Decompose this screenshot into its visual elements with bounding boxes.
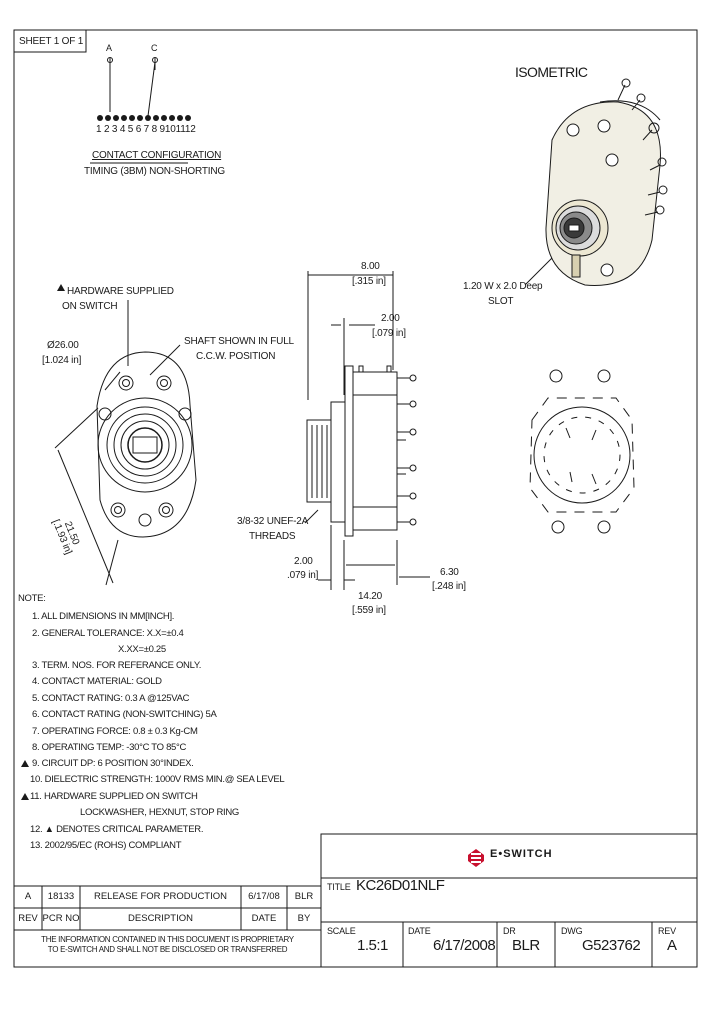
note-item: 1. ALL DIMENSIONS IN MM[INCH]. (32, 611, 175, 622)
note-item: 6. CONTACT RATING (NON-SWITCHING) 5A (32, 709, 217, 720)
note-item: 4. CONTACT MATERIAL: GOLD (32, 676, 162, 687)
contact-config-subtitle: TIMING (3BM) NON-SHORTING (84, 166, 225, 177)
diameter-dim-in: [1.024 in] (42, 355, 82, 366)
terminal-dim-in: [.248 in] (432, 581, 466, 592)
hardware-note-line2: ON SWITCH (62, 301, 118, 312)
drawn-by-value: BLR (512, 937, 540, 954)
date-label: DATE (408, 926, 431, 936)
scale-label: SCALE (327, 926, 356, 936)
pcr-header: PCR NO (42, 913, 80, 924)
revision-value: A (667, 937, 677, 954)
body-dim-mm: 14.20 (358, 591, 383, 602)
eswitch-logo: E•SWITCH (490, 848, 553, 860)
by-header: BY (297, 913, 311, 924)
terminal-dim-mm: 6.30 (440, 567, 459, 578)
hardware-note-line1: HARDWARE SUPPLIED (67, 286, 174, 297)
note-item: 8. OPERATING TEMP: -30°C TO 85°C (32, 742, 187, 753)
length-dim-mm: 8.00 (361, 261, 380, 272)
bush-dim-in: .079 in] (287, 570, 319, 581)
slot-label-line2: SLOT (488, 296, 514, 307)
drawing-number-value: G523762 (582, 937, 641, 954)
slot-label-line1: 1.20 W x 2.0 Deep (463, 281, 543, 292)
date-value: 6/17/2008 (433, 937, 496, 954)
shaft-note-line2: C.C.W. POSITION (196, 351, 276, 362)
note-item: 10. DIELECTRIC STRENGTH: 1000V RMS MIN.@… (30, 774, 285, 785)
date-header: DATE (251, 913, 277, 924)
drawing-number-label: DWG (561, 926, 583, 936)
note-item: 7. OPERATING FORCE: 0.8 ± 0.3 Kg-CM (32, 726, 198, 737)
flange-dim-mm: 2.00 (381, 313, 400, 324)
revision-label: REV (658, 926, 676, 936)
note-item: X.XX=±0.25 (118, 644, 166, 655)
note-item: 13. 2002/95/EC (ROHS) COMPLIANT (30, 840, 182, 851)
sheet-number: SHEET 1 OF 1 (19, 36, 84, 47)
thread-spec-line1: 3/8-32 UNEF-2A (237, 516, 309, 527)
proprietary-line2: TO E-SWITCH AND SHALL NOT BE DISCLOSED O… (47, 945, 288, 954)
rev-header: REV (18, 913, 38, 924)
by-cell: BLR (294, 891, 314, 902)
rev-cell: A (24, 891, 32, 902)
proprietary-line1: THE INFORMATION CONTAINED IN THIS DOCUME… (41, 935, 294, 944)
note-item: 3. TERM. NOS. FOR REFERANCE ONLY. (32, 660, 202, 671)
note-item: 2. GENERAL TOLERANCE: X.X=±0.4 (32, 628, 184, 639)
contact-numbers: 1 2 3 4 5 6 7 8 9101112 (96, 124, 196, 135)
description-cell: RELEASE FOR PRODUCTION (93, 891, 228, 902)
diameter-dim-mm: Ø26.00 (47, 340, 79, 351)
bush-dim-mm: 2.00 (294, 556, 313, 567)
description-header: DESCRIPTION (128, 913, 193, 924)
thread-spec-line2: THREADS (249, 531, 296, 542)
note-item: LOCKWASHER, HEXNUT, STOP RING (80, 807, 239, 818)
contact-config-title: CONTACT CONFIGURATION (92, 150, 222, 161)
date-cell: 6/17/08 (248, 891, 280, 902)
title-label: TITLE (327, 882, 351, 892)
flange-dim-in: [.079 in] (372, 328, 406, 339)
isometric-title: ISOMETRIC (515, 64, 588, 80)
length-dim-in: [.315 in] (352, 276, 386, 287)
note-item: 11. HARDWARE SUPPLIED ON SWITCH (30, 791, 198, 802)
note-item: 12. ▲ DENOTES CRITICAL PARAMETER. (30, 824, 204, 835)
scale-value: 1.5:1 (357, 937, 388, 954)
pcr-cell: 18133 (47, 891, 75, 902)
notes-heading: NOTE: (18, 593, 46, 604)
drawn-by-label: DR (503, 926, 516, 936)
note-item: 9. CIRCUIT DP: 6 POSITION 30°INDEX. (32, 758, 194, 769)
contact-a-label: A (106, 43, 112, 53)
shaft-note-line1: SHAFT SHOWN IN FULL (184, 336, 294, 347)
note-item: 5. CONTACT RATING: 0.3 A @125VAC (32, 693, 190, 704)
body-dim-in: [.559 in] (352, 605, 386, 616)
part-number: KC26D01NLF (356, 877, 445, 894)
contact-c-label: C (151, 43, 158, 53)
